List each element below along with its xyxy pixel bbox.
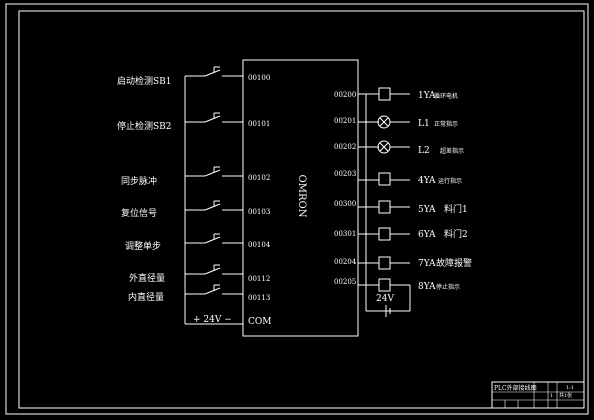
output-row: 00200 1YA 循环电机: [334, 87, 458, 101]
output-row: 00201 L1 正常指示: [334, 115, 458, 129]
output-address: 00300: [334, 200, 356, 208]
output-device: 4YA: [418, 176, 436, 186]
output-device: 6YA: [418, 230, 436, 240]
output-description: 料门1: [444, 203, 468, 215]
sheet-number: 1: [550, 393, 553, 399]
coil-symbol: [378, 227, 391, 241]
output-address: 00201: [334, 117, 356, 125]
output-description: 料门2: [444, 228, 468, 240]
input-label: 复位信号: [121, 207, 157, 219]
output-device: 7YA: [418, 259, 436, 269]
input-row: 复位信号 00103: [121, 200, 270, 219]
com-terminal-label: COM: [248, 317, 271, 327]
output-address: 00202: [334, 143, 356, 151]
switch-contact: [204, 287, 221, 295]
output-row: 00301 6YA 料门2: [334, 227, 468, 241]
coil-symbol: [378, 278, 391, 292]
output-description: 正常指示: [434, 120, 458, 128]
input-label: 同步脉冲: [121, 175, 157, 187]
output-description: 循环电机: [434, 92, 458, 100]
output-address: 00203: [334, 170, 356, 178]
coil-symbol: [378, 87, 391, 101]
inner-frame: [18, 10, 585, 409]
output-device: L1: [418, 119, 430, 129]
input-label: 内直径量: [128, 291, 164, 303]
output-description: 运行指示: [438, 177, 462, 185]
input-row: 调整单步 00104: [125, 233, 271, 252]
output-row: 00205 8YA 停止指示: [334, 278, 460, 292]
output-supply-label: 24V: [376, 294, 394, 304]
input-address: 00100: [248, 74, 270, 82]
output-row: 00202 L2 超差指示: [334, 140, 464, 156]
sheet-count: 共1张: [559, 392, 572, 399]
switch-contact: [204, 69, 221, 77]
input-row: 外直径量 00112: [129, 264, 270, 284]
plc-block: [242, 59, 359, 337]
drawing-name: PLC外部接线图: [494, 384, 537, 392]
input-address: 00103: [248, 208, 270, 216]
coil-symbol: [378, 172, 391, 186]
switch-contact: [204, 169, 221, 177]
output-device: 5YA: [418, 205, 436, 215]
switch-contact: [204, 203, 221, 211]
output-row: 00203 4YA 运行指示: [334, 170, 462, 186]
output-device: 8YA: [418, 282, 436, 292]
input-label: 调整单步: [125, 240, 161, 252]
output-row: 00204 7YA 故障报警: [334, 256, 472, 270]
input-address: 00112: [248, 275, 270, 283]
coil-symbol: [378, 200, 391, 214]
input-label: 外直径量: [129, 272, 165, 284]
input-address: 00102: [248, 174, 270, 182]
title-block: PLC外部接线图 1 1:1 共1张: [491, 381, 585, 409]
input-row: 启动检测SB1 00100: [117, 66, 270, 87]
output-description: 故障报警: [436, 257, 472, 269]
output-device: L2: [418, 146, 430, 156]
output-row: 00300 5YA 料门1: [334, 200, 468, 215]
output-description: 超差指示: [440, 147, 464, 155]
switch-contact: [204, 236, 221, 244]
coil-symbol: [378, 256, 391, 270]
output-device: 1YA: [418, 91, 436, 101]
input-address: 00113: [248, 294, 270, 302]
output-address: 00205: [334, 278, 356, 286]
drawing-scale: 1:1: [566, 385, 574, 391]
input-row: 同步脉冲 00102: [121, 166, 270, 187]
input-row: 停止检测SB2 00101: [117, 112, 270, 132]
input-label: 启动检测SB1: [117, 75, 172, 87]
plc-model-label: OMRON: [296, 175, 307, 218]
input-supply-label: + 24V −: [193, 315, 232, 325]
output-address: 00301: [334, 230, 356, 238]
input-row: 内直径量 00113: [128, 284, 270, 303]
output-description: 停止指示: [436, 283, 460, 291]
input-address: 00104: [248, 241, 271, 249]
input-address: 00101: [248, 120, 270, 128]
switch-contact: [204, 115, 221, 123]
output-address: 00200: [334, 91, 356, 99]
outer-frame: [5, 3, 589, 415]
switch-contact: [204, 267, 221, 275]
input-label: 停止检测SB2: [117, 120, 172, 132]
output-address: 00204: [334, 258, 357, 266]
